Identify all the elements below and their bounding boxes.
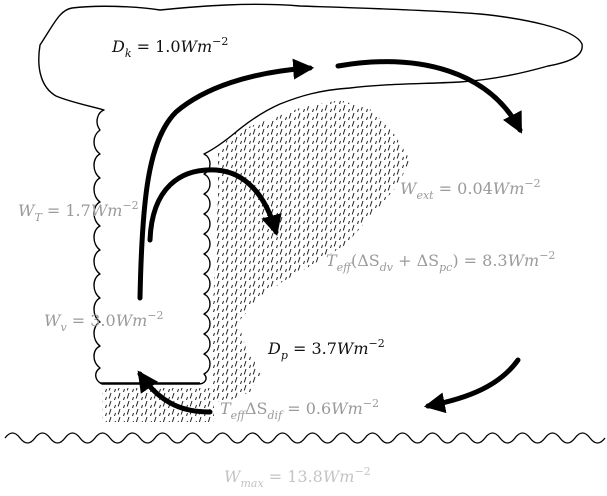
environment-return-arrow — [423, 357, 521, 414]
precipitation-region — [212, 100, 410, 402]
recirculation-arrow — [147, 167, 282, 243]
label-teff-dif: TeffΔSdif = 0.6Wm−2 — [220, 397, 380, 422]
updraft-arrow — [137, 58, 315, 301]
ocean-surface-wave — [4, 432, 606, 444]
label-dp: Dp = 3.7Wm−2 — [268, 337, 385, 362]
cloud-outline — [38, 3, 583, 385]
label-teff-sum: Teff(ΔSdv + ΔSpc) = 8.3Wm−2 — [326, 249, 556, 274]
label-wt: WT = 1.7Wm−2 — [18, 199, 139, 224]
label-wv: Wv = 3.0Wm−2 — [44, 309, 164, 334]
anvil-outflow-arrow — [335, 59, 523, 134]
label-wmax: Wmax = 13.8Wm−2 — [224, 465, 371, 490]
label-wext: Wext = 0.04Wm−2 — [400, 177, 541, 202]
label-dk: Dk = 1.0Wm−2 — [112, 35, 229, 60]
